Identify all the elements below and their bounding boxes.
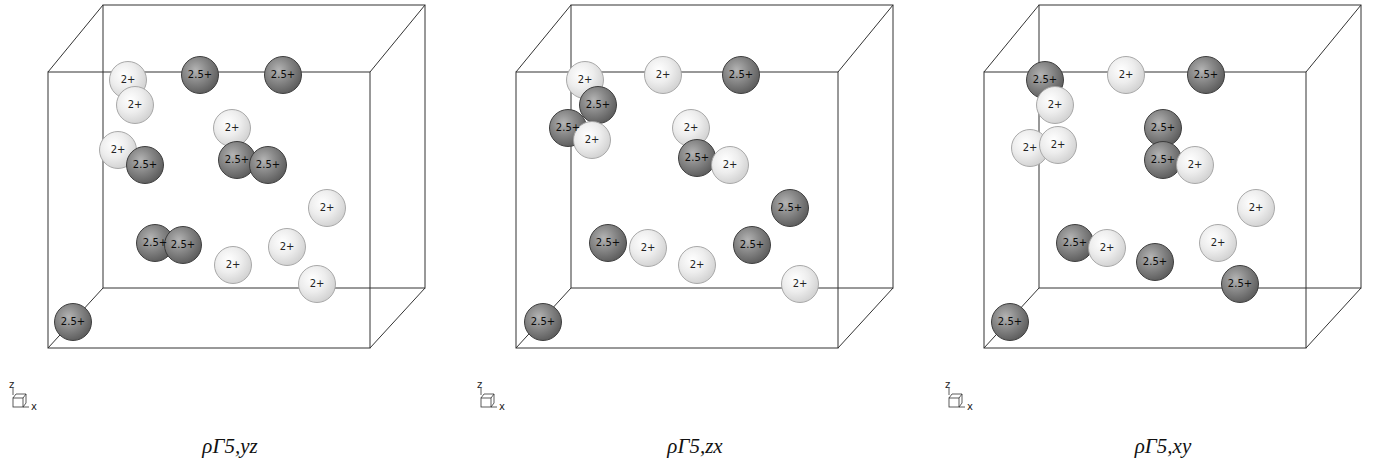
charge-label: 2+ [585,135,600,145]
charge-label: 2.5+ [171,240,195,250]
ion-sphere: 2.5+ [991,303,1029,341]
ion-sphere: 2+ [214,246,252,284]
charge-label: 2+ [1051,140,1066,150]
ion-sphere: 2.5+ [722,56,760,94]
charge-label: 2.5+ [1151,123,1175,133]
charge-label: 2.5+ [1063,238,1087,248]
ion-sphere: 2.5+ [678,139,716,177]
axis-icon [13,388,29,407]
ion-sphere: 2.5+ [733,226,771,264]
charge-label: 2.5+ [1151,155,1175,165]
ion-sphere: 2+ [1237,189,1275,227]
ion-sphere: 2+ [781,265,819,303]
ion-sphere: 2+ [1036,86,1074,124]
ion-sphere: 2+ [1199,224,1237,262]
charge-label: 2+ [128,100,143,110]
charge-label: 2.5+ [586,100,610,110]
charge-label: 2+ [111,145,126,155]
charge-label: 2+ [1100,243,1115,253]
ion-sphere: 2.5+ [524,303,562,341]
charge-label: 2.5+ [1194,70,1218,80]
charge-label: 2+ [225,123,240,133]
charge-label: 2.5+ [1228,279,1252,289]
ion-sphere: 2.5+ [1187,56,1225,94]
axis-icon [949,388,965,407]
charge-label: 2.5+ [740,240,764,250]
charge-label: 2+ [320,203,335,213]
charge-label: 2+ [1048,100,1063,110]
ion-sphere: 2+ [644,56,682,94]
axis-icon [481,388,497,407]
charge-label: 2+ [280,242,295,252]
unit-cell-panel: ρΓ5,xy 2.5+ 2+ 2+ 2.5+ 2+ 2+ 2.5+ 2.5+ 2+ 2+ 2.5+ 2+… [963,0,1363,471]
ion-sphere: 2+ [1039,126,1077,164]
unit-cell-box [516,5,893,348]
ion-sphere: 2+ [1088,229,1126,267]
ion-sphere: 2.5+ [264,56,302,94]
axis-label: x [31,402,37,412]
charge-label: 2+ [723,160,738,170]
ion-sphere: 2.5+ [249,146,287,184]
charge-label: 2.5+ [133,160,157,170]
axis-label: x [967,402,973,412]
charge-label: 2.5+ [188,70,212,80]
ion-sphere: 2+ [711,146,749,184]
unit-cell-panel: ρΓ5,zx 2+ 2.5+ 2+ 2.5+ 2.5+ 2+ 2+ 2.5+ 2+ 2.5+ 2.5+… [495,0,895,471]
charge-label: 2+ [793,279,808,289]
charge-label: 2+ [641,243,656,253]
charge-label: 2.5+ [61,317,85,327]
unit-cell-panel: ρΓ5,yz 2+ 2+ 2.5+ 2.5+ 2+ 2.5+ 2+ 2.5+ 2.5+ 2+ 2.5+… [30,0,430,471]
unit-cell-box [48,5,425,348]
ion-sphere: 2.5+ [1136,243,1174,281]
ion-sphere: 2+ [1176,146,1214,184]
unit-cell-box [984,5,1361,348]
ion-sphere: 2+ [116,86,154,124]
axis-label: z [477,380,482,390]
charge-label: 2.5+ [778,203,802,213]
axis-label: z [9,380,14,390]
charge-label: 2.5+ [1033,75,1057,85]
charge-label: 2+ [226,260,241,270]
ion-sphere: 2.5+ [181,56,219,94]
charge-label: 2.5+ [271,70,295,80]
charge-label: 2.5+ [556,123,580,133]
ion-sphere: 2.5+ [589,224,627,262]
panel-caption: ρΓ5,xy [1135,434,1191,459]
ion-sphere: 2+ [629,229,667,267]
charge-label: 2.5+ [729,70,753,80]
charge-label: 2+ [690,260,705,270]
charge-label: 2+ [121,75,136,85]
ion-sphere: 2.5+ [126,146,164,184]
charge-label: 2+ [1249,203,1264,213]
axis-label: z [945,380,950,390]
charge-label: 2+ [310,279,325,289]
charge-label: 2.5+ [531,317,555,327]
panel-caption: ρΓ5,yz [202,434,257,459]
charge-label: 2.5+ [596,238,620,248]
ion-sphere: 2+ [678,246,716,284]
ion-sphere: 2+ [308,189,346,227]
ion-sphere: 2+ [268,228,306,266]
ion-sphere: 2.5+ [1221,265,1259,303]
charge-label: 2.5+ [225,155,249,165]
charge-label: 2+ [1119,70,1134,80]
axis-label: x [499,402,505,412]
ion-sphere: 2+ [298,265,336,303]
charge-label: 2.5+ [685,153,709,163]
charge-label: 2.5+ [1143,257,1167,267]
ion-sphere: 2.5+ [164,226,202,264]
charge-label: 2+ [1188,160,1203,170]
panel-caption: ρΓ5,zx [667,434,722,459]
charge-label: 2+ [684,123,699,133]
charge-label: 2.5+ [256,160,280,170]
ion-sphere: 2.5+ [771,189,809,227]
charge-label: 2.5+ [998,317,1022,327]
charge-label: 2.5+ [143,238,167,248]
charge-label: 2+ [578,75,593,85]
charge-label: 2+ [656,70,671,80]
ion-sphere: 2.5+ [54,303,92,341]
charge-label: 2+ [1023,143,1038,153]
ion-sphere: 2+ [1107,56,1145,94]
charge-label: 2+ [1211,238,1226,248]
